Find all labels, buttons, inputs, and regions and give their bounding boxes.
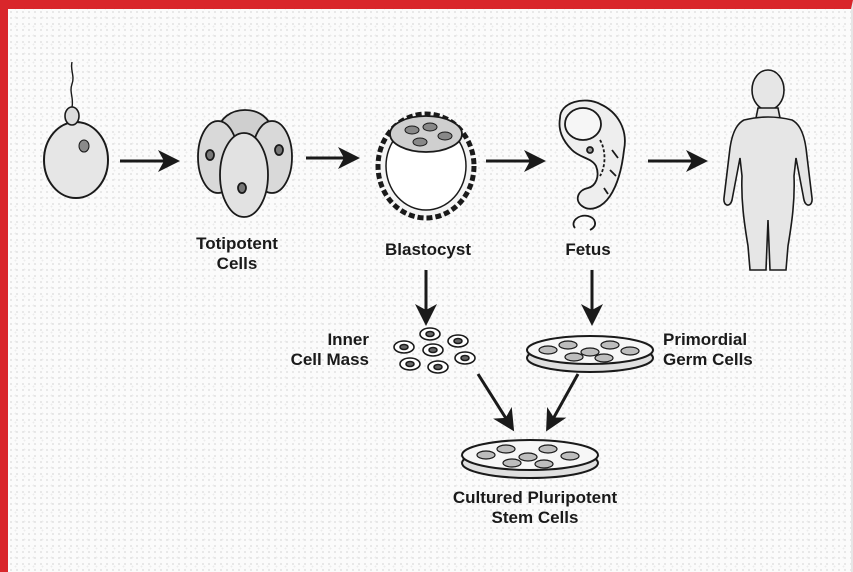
fertilized-egg-icon <box>44 62 108 198</box>
primordial-germ-cells-label: Primordial Germ Cells <box>663 330 753 370</box>
fetus-label: Fetus <box>565 240 610 260</box>
totipotent-cells-icon <box>198 110 292 217</box>
blastocyst-label: Blastocyst <box>385 240 471 260</box>
fetus-icon <box>560 100 625 230</box>
label-line: Totipotent <box>196 234 278 254</box>
human-figure-icon <box>724 70 812 270</box>
arrow-diagonal <box>548 374 578 428</box>
label-line: Cultured Pluripotent <box>453 488 617 508</box>
label-line: Germ Cells <box>663 350 753 370</box>
culture-dish-icon <box>462 440 598 478</box>
inner-cell-mass-label: Inner Cell Mass <box>291 330 369 370</box>
blastocyst-icon <box>378 114 474 218</box>
label-line: Stem Cells <box>453 508 617 528</box>
label-line: Primordial <box>663 330 753 350</box>
label-line: Inner <box>291 330 369 350</box>
totipotent-cells-label: Totipotent Cells <box>196 234 278 274</box>
label-line: Cell Mass <box>291 350 369 370</box>
label-line: Cells <box>196 254 278 274</box>
arrow-diagonal <box>478 374 512 428</box>
inner-cell-mass-icon <box>394 328 475 373</box>
cultured-stem-cells-label: Cultured Pluripotent Stem Cells <box>453 488 617 528</box>
culture-dish-icon <box>527 336 653 372</box>
